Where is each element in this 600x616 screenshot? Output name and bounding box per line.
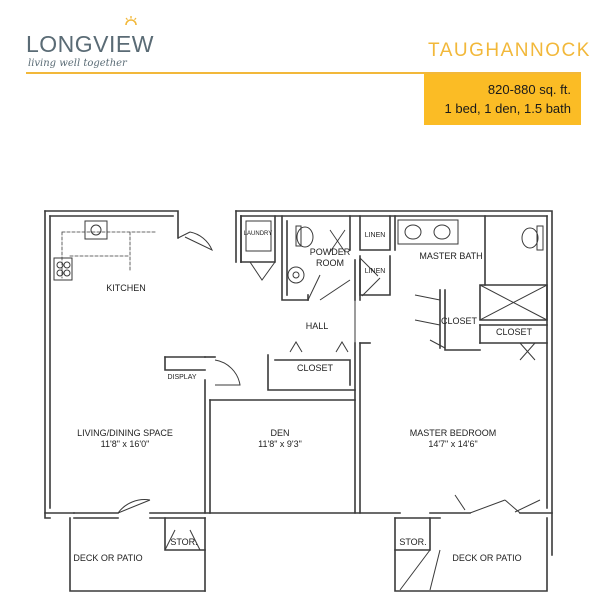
- room-label-deck-right: DECK OR PATIO: [452, 553, 522, 563]
- exterior-wall-top: [235, 210, 553, 556]
- kitchen-counter: [61, 231, 156, 279]
- room-label-linen-top: LINEN: [364, 232, 386, 239]
- room-label-stor-left: STOR.: [170, 537, 198, 547]
- vanity-master: [397, 219, 459, 245]
- room-dims-living: 11'8" x 16'0": [100, 439, 150, 449]
- deck-right-outline: [394, 517, 548, 592]
- door-closet-master: [414, 294, 446, 349]
- room-label-stor-right: STOR.: [399, 537, 427, 547]
- longview-logo: LONGVIEW living well together: [26, 14, 166, 74]
- linen-closet-bottom: [359, 255, 391, 296]
- room-label-powder-2: ROOM: [316, 258, 344, 268]
- room-label-display: DISPLAY: [167, 374, 197, 381]
- toilet-powder: [296, 226, 314, 248]
- plan-info-box: 820-880 sq. ft. 1 bed, 1 den, 1.5 bath: [424, 74, 581, 125]
- room-label-kitchen: KITCHEN: [106, 283, 146, 293]
- kitchen-sink: [84, 220, 108, 240]
- door-deck-right: [469, 499, 521, 514]
- header-rule: [26, 72, 581, 74]
- room-label-master-bedroom: MASTER BEDROOM: [409, 428, 497, 438]
- room-label-closet-master-left: CLOSET: [440, 316, 478, 326]
- powder-room-walls: [281, 215, 309, 301]
- room-label-den: DEN: [270, 428, 290, 438]
- room-label-living: LIVING/DINING SPACE: [77, 428, 173, 438]
- room-label-hall: HALL: [305, 321, 329, 331]
- logo-wordmark: LONGVIEW: [26, 31, 154, 57]
- room-label-linen-bottom: LINEN: [364, 268, 386, 275]
- sink-powder: [287, 266, 305, 284]
- linen-closet-top: [359, 215, 391, 251]
- room-label-closet-master-right: CLOSET: [495, 327, 533, 337]
- stove: [53, 257, 73, 281]
- laundry-machine: [245, 220, 272, 252]
- room-dims-den: 11'8" x 9'3": [258, 439, 302, 449]
- room-dims-master-bedroom: 14'7" x 14'6": [428, 439, 478, 449]
- room-label-laundry: LAUNDRY: [243, 231, 273, 237]
- sun-icon: [125, 16, 137, 26]
- toilet-master: [521, 227, 539, 249]
- room-label-master-bath: MASTER BATH: [419, 251, 483, 261]
- deck-left-outline: [69, 517, 206, 592]
- door-deck-left: [117, 499, 151, 514]
- door-den: [214, 359, 241, 386]
- room-label-deck-left: DECK OR PATIO: [73, 553, 143, 563]
- logo-tagline: living well together: [28, 58, 127, 69]
- plan-layout: 1 bed, 1 den, 1.5 bath: [444, 101, 572, 116]
- room-label-powder-1: POWDER: [309, 247, 351, 257]
- plan-size: 820-880 sq. ft.: [487, 82, 571, 97]
- door-entry: [184, 231, 213, 252]
- room-label-closet-hall: CLOSET: [296, 363, 334, 373]
- plan-title: TAUGHANNOCK: [428, 40, 591, 61]
